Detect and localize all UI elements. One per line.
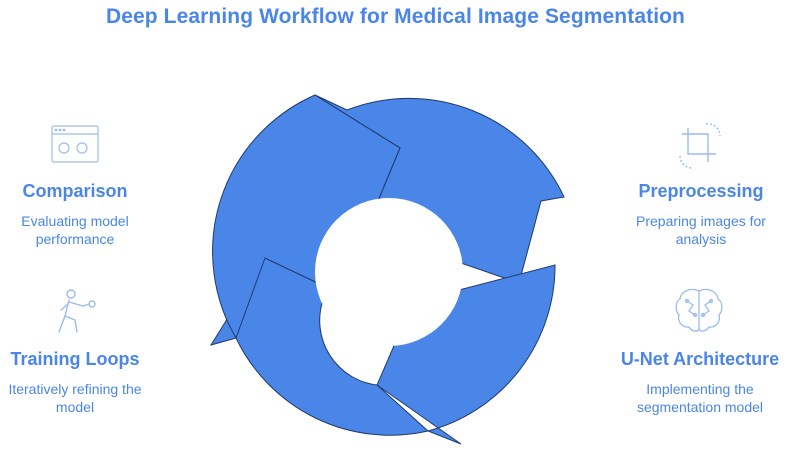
step-description: Implementing the segmentation model xyxy=(636,381,764,415)
step-description: Evaluating model performance xyxy=(21,213,129,247)
brain-icon xyxy=(673,285,725,340)
crop-icon xyxy=(676,122,724,175)
step-heading: Comparison xyxy=(22,181,128,201)
step-unet-architecture: U-Net Architecture Implementing the segm… xyxy=(612,349,788,416)
cycle-arrow-bottom-left xyxy=(209,257,430,436)
step-comparison: Comparison Evaluating model performance xyxy=(0,181,150,248)
step-description: Iteratively refining the model xyxy=(8,381,142,415)
step-heading: U-Net Architecture xyxy=(620,349,780,369)
exercising-person-icon xyxy=(53,288,99,341)
cycle-center-hole xyxy=(315,198,463,346)
step-heading: Training Loops xyxy=(10,349,140,369)
step-heading: Preprocessing xyxy=(638,181,764,201)
step-description: Preparing images for analysis xyxy=(636,213,766,247)
step-preprocessing: Preprocessing Preparing images for analy… xyxy=(616,181,786,248)
page-title: Deep Learning Workflow for Medical Image… xyxy=(105,5,685,28)
browser-window-icon xyxy=(50,124,100,169)
step-training-loops: Training Loops Iteratively refining the … xyxy=(0,349,150,416)
